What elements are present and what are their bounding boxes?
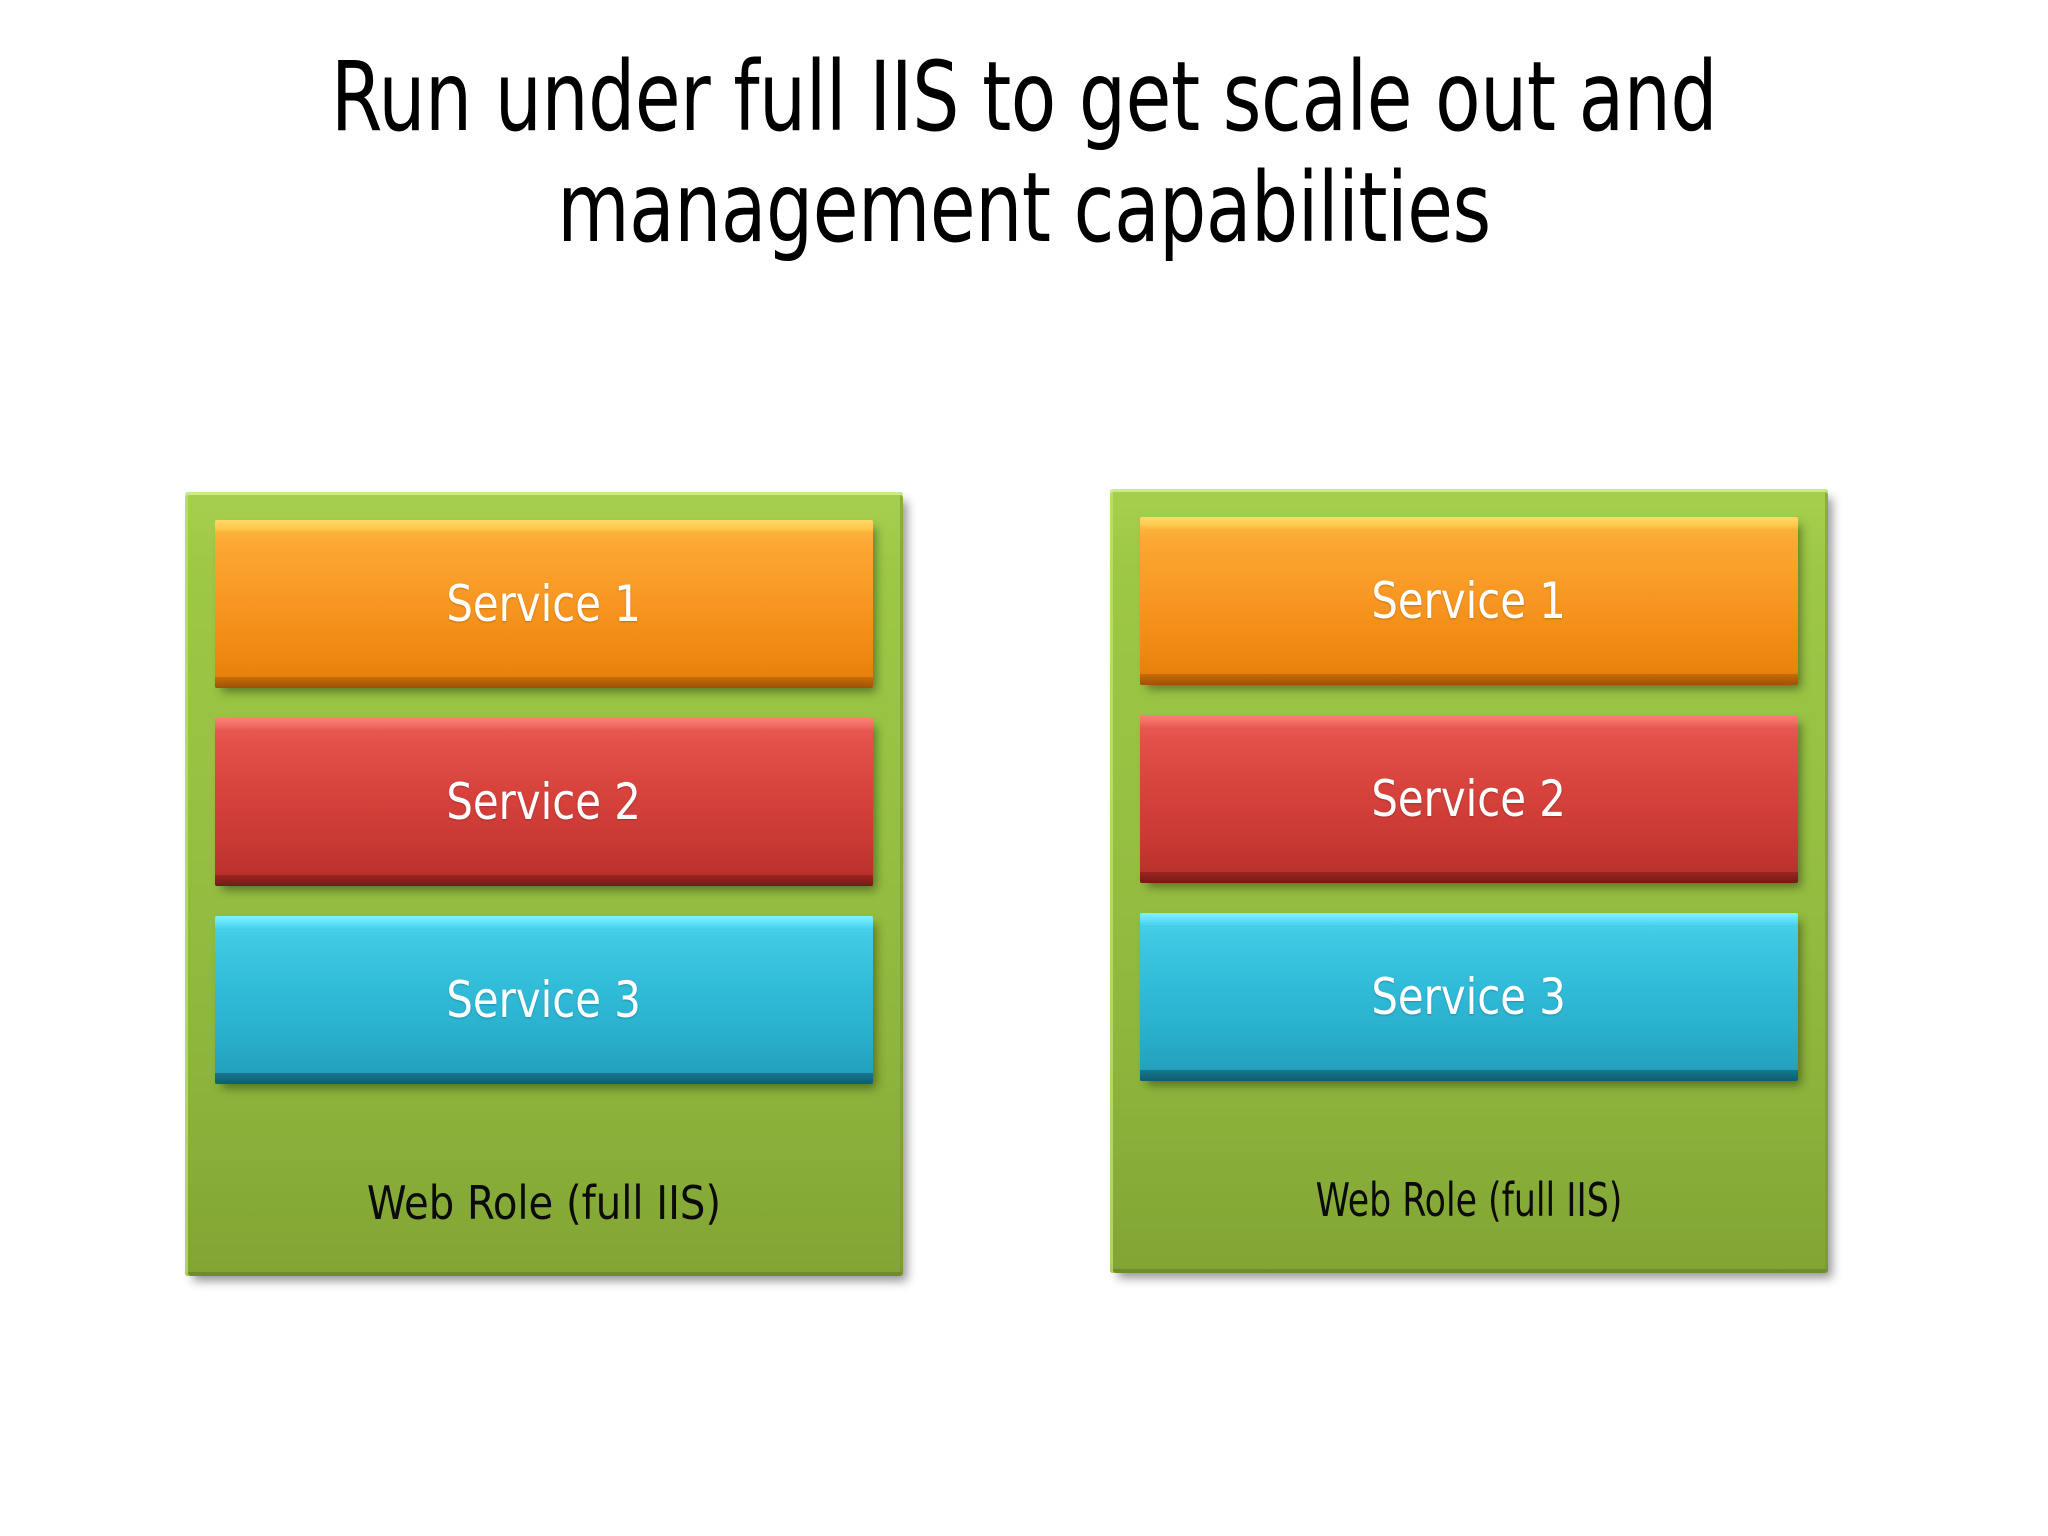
service-box-1-left[interactable]: Service 1 <box>215 520 873 688</box>
web-role-caption-right: Web Role (full IIS) <box>1315 1173 1623 1227</box>
service-label: Service 1 <box>446 575 642 633</box>
service-box-1-right[interactable]: Service 1 <box>1140 517 1798 685</box>
service-label: Service 3 <box>446 971 642 1029</box>
service-box-2-left[interactable]: Service 2 <box>215 718 873 886</box>
page-title: Run under full IIS to get scale out and … <box>330 41 1718 265</box>
service-box-2-right[interactable]: Service 2 <box>1140 715 1798 883</box>
service-label: Service 2 <box>446 773 642 831</box>
web-role-caption-left: Web Role (full IIS) <box>366 1176 722 1230</box>
web-role-container-left[interactable]: Service 1 Service 2 Service 3 Web Role (… <box>185 492 903 1276</box>
service-box-3-right[interactable]: Service 3 <box>1140 913 1798 1081</box>
service-label: Service 2 <box>1371 770 1567 828</box>
service-label: Service 1 <box>1371 572 1567 630</box>
web-role-container-right[interactable]: Service 1 Service 2 Service 3 Web Role (… <box>1110 489 1828 1273</box>
service-box-3-left[interactable]: Service 3 <box>215 916 873 1084</box>
service-label: Service 3 <box>1371 968 1567 1026</box>
